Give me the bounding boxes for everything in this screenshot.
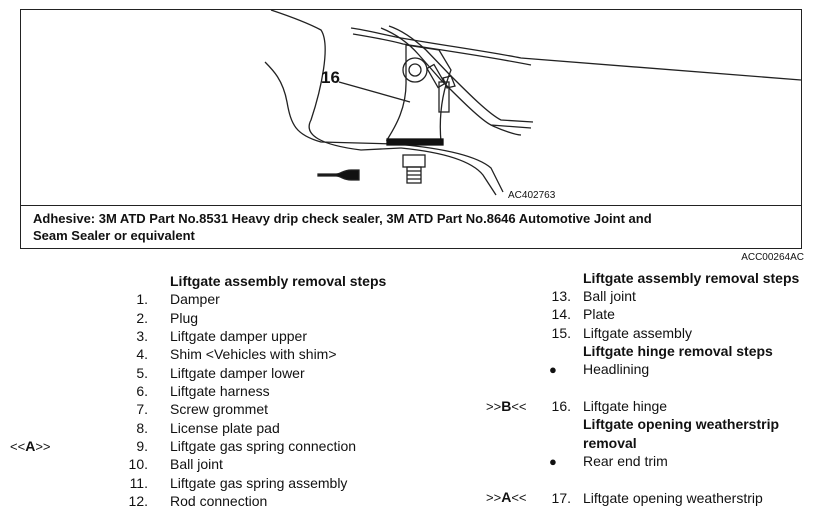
ref-suffix: <<: [511, 399, 527, 414]
step-number: 8.: [136, 420, 148, 436]
figure-code: AC402763: [508, 190, 556, 201]
liftgate-hinge-illustration: 16 AC402763: [21, 10, 801, 205]
step-number: 4.: [136, 346, 148, 362]
right-section-header: Liftgate assembly removal steps: [583, 270, 800, 286]
caption-line-1: Adhesive: 3M ATD Part No.8531 Heavy drip…: [33, 211, 652, 226]
step-label: Rod connection: [170, 493, 268, 509]
step-label: Damper: [170, 291, 220, 307]
step-number: 13.: [551, 288, 571, 304]
step-label: Screw grommet: [170, 401, 269, 417]
reference-code: ACC00264AC: [741, 252, 804, 263]
step-label: Ball joint: [170, 456, 223, 472]
ref-letter: A: [501, 489, 512, 505]
procedure-reference: >>B<<: [486, 398, 527, 414]
step-label: Liftgate damper upper: [170, 328, 307, 344]
ref-prefix: >>: [486, 399, 502, 414]
step-label: License plate pad: [170, 420, 280, 436]
hinge-section-header: Liftgate hinge removal steps: [583, 343, 773, 359]
illustration-frame: 16 AC402763 Adhesive: 3M ATD Part No.853…: [20, 9, 802, 249]
step-label: Liftgate hinge: [583, 398, 668, 414]
step-label: Liftgate assembly: [583, 325, 692, 341]
step-number: 6.: [136, 383, 148, 399]
step-label: Liftgate opening weatherstrip: [583, 490, 763, 506]
step-number: 1.: [136, 291, 148, 307]
step-number: 10.: [128, 456, 148, 472]
ref-prefix: <<: [10, 439, 26, 454]
adhesive-caption: Adhesive: 3M ATD Part No.8531 Heavy drip…: [21, 205, 801, 249]
step-label: Liftgate gas spring connection: [170, 438, 357, 454]
step-label: Liftgate harness: [170, 383, 270, 399]
weatherstrip-section-header-line1: Liftgate opening weatherstrip: [583, 416, 780, 432]
caption-line-2: Seam Sealer or equivalent: [33, 227, 195, 243]
step-label: Plug: [170, 310, 199, 326]
step-number: 2.: [136, 310, 148, 326]
ref-suffix: <<: [511, 490, 527, 505]
step-number: 15.: [551, 325, 571, 341]
step-label: Ball joint: [583, 288, 636, 304]
left-section-header: Liftgate assembly removal steps: [170, 273, 387, 289]
bullet-icon: ●: [549, 454, 557, 469]
step-number: 16.: [551, 398, 571, 414]
step-number: 7.: [136, 401, 148, 417]
step-number: 9.: [136, 438, 148, 454]
step-number: 11.: [129, 475, 148, 491]
step-label: Shim <Vehicles with shim>: [170, 346, 337, 362]
procedure-reference: <<A>>: [10, 438, 51, 454]
step-number: 3.: [136, 328, 148, 344]
step-number: 17.: [551, 490, 571, 506]
bullet-icon: ●: [549, 362, 557, 377]
bullet-label: Rear end trim: [583, 453, 668, 469]
hinge-drawing: [264, 10, 801, 196]
step-label: Plate: [583, 306, 615, 322]
step-label: Liftgate gas spring assembly: [170, 475, 348, 491]
bullet-label: Headlining: [583, 361, 650, 377]
step-number: 14.: [551, 306, 571, 322]
step-label: Liftgate damper lower: [170, 365, 305, 381]
weatherstrip-section-header-line2: removal: [583, 435, 637, 451]
ref-letter: B: [501, 398, 512, 414]
ref-suffix: >>: [35, 439, 51, 454]
ref-prefix: >>: [486, 490, 502, 505]
ref-letter: A: [25, 438, 36, 454]
procedure-reference: >>A<<: [486, 489, 527, 505]
step-number: 5.: [136, 365, 148, 381]
step-number: 12.: [128, 493, 148, 509]
callout-label: 16: [321, 68, 340, 87]
